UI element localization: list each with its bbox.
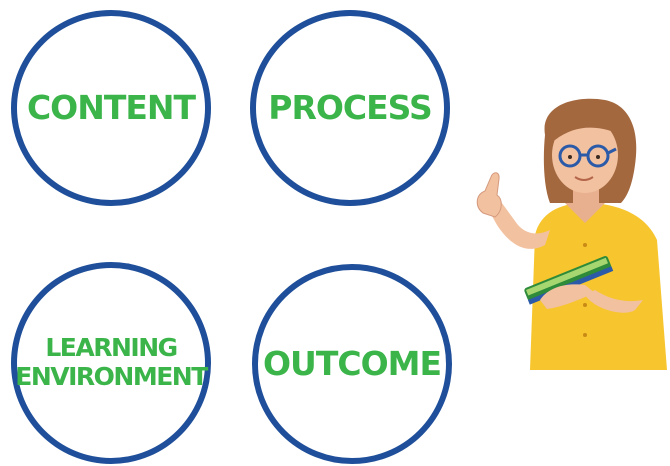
circle-label-learning-environment: LEARNING ENVIRONMENT (15, 333, 208, 391)
circle-learning-environment: LEARNING ENVIRONMENT (11, 262, 211, 464)
circle-content: CONTENT (11, 10, 211, 206)
circle-process: PROCESS (250, 10, 450, 206)
teacher-illustration (476, 98, 667, 370)
circle-label-content: CONTENT (26, 88, 196, 128)
circle-label-process: PROCESS (268, 88, 432, 128)
circle-label-outcome: OUTCOME (262, 344, 442, 384)
circle-outcome: OUTCOME (252, 264, 452, 464)
